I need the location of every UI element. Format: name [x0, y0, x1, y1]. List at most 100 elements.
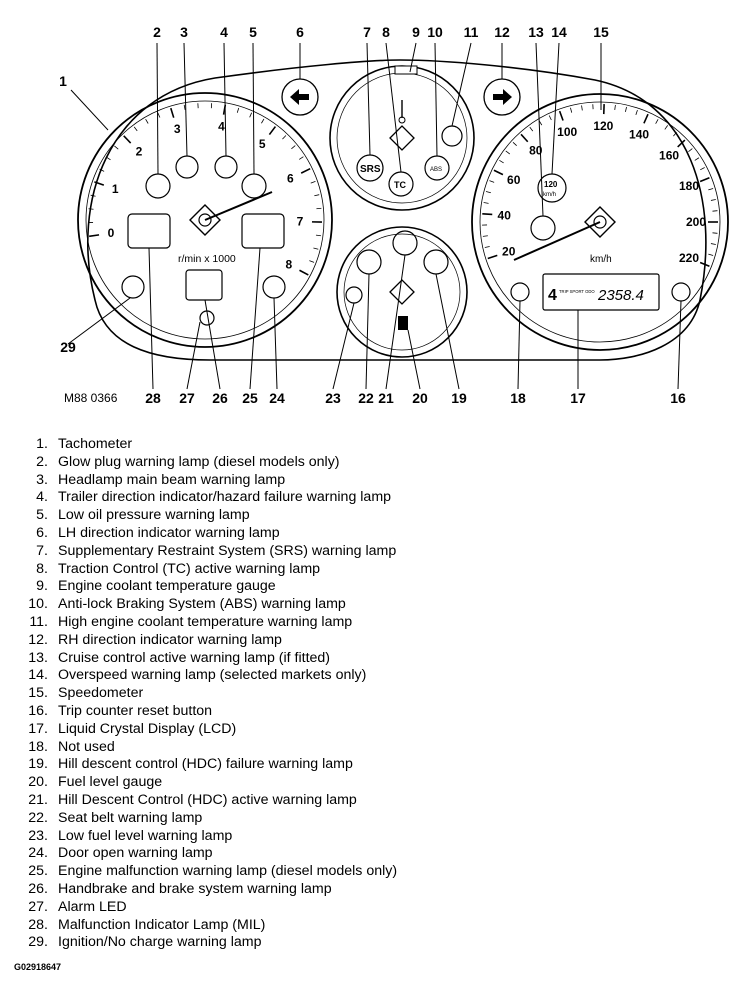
callout-leader-29	[67, 297, 131, 345]
tach-tick	[133, 126, 138, 132]
oil-pressure-lamp	[241, 173, 267, 199]
legend-label: Door open warning lamp	[58, 845, 213, 862]
tach-tick-label: 1	[112, 182, 119, 196]
speed-tick	[581, 105, 583, 111]
legend-label: Tachometer	[58, 436, 133, 452]
legend-label: Liquid Crystal Display (LCD)	[58, 720, 237, 737]
callout-9: 9	[412, 24, 420, 40]
speed-tick	[558, 110, 564, 121]
callout-12: 12	[494, 24, 510, 40]
speed-tick	[708, 188, 714, 191]
speed-tick-label: 160	[659, 148, 679, 162]
lcd-mode-digit: 4	[548, 287, 557, 304]
tach-tick	[315, 234, 321, 237]
tach-tick	[145, 118, 149, 124]
legend-item: 7.Supplementary Restraint System (SRS) w…	[22, 543, 397, 561]
tach-tick	[94, 181, 105, 186]
legend-item: 19.Hill descent control (HDC) failure wa…	[22, 756, 397, 774]
speed-unit-label: km/h	[590, 254, 612, 265]
door-open-lamp	[262, 275, 286, 299]
speed-tick	[499, 160, 504, 164]
legend-number: 4.	[36, 489, 48, 506]
callout-leader-4	[223, 42, 227, 157]
callout-leader-8	[385, 42, 402, 173]
tach-tick	[316, 207, 322, 210]
legend-number: 28.	[28, 916, 48, 933]
tach-tick	[291, 145, 296, 150]
legend-item: 26.Handbrake and brake system warning la…	[22, 881, 397, 899]
tach-tick	[282, 135, 287, 140]
legend-number: 14.	[28, 667, 48, 684]
legend-number: 29.	[28, 934, 48, 951]
hdc-failure-lamp	[423, 249, 449, 275]
tach-tick-label: 8	[286, 258, 293, 272]
tach-tick	[170, 107, 175, 118]
speed-tick	[694, 157, 700, 161]
legend-item: 23.Low fuel level warning lamp	[22, 828, 397, 846]
speed-tick	[699, 261, 710, 267]
speed-tick	[614, 104, 616, 111]
callout-leader-5	[252, 42, 255, 175]
legend-label: Not used	[58, 738, 115, 755]
tach-tick	[268, 126, 277, 136]
callout-leader-19	[435, 273, 460, 390]
callout-18: 18	[510, 390, 526, 406]
tach-tick	[236, 107, 240, 113]
tach-tick-label: 2	[136, 145, 143, 159]
legend-label: LH direction indicator warning lamp	[58, 524, 280, 541]
legend-number: 16.	[28, 702, 48, 719]
legend-number: 9.	[36, 578, 48, 595]
legend-label: Traction Control (TC) active warning lam…	[58, 560, 321, 577]
legend-label: High engine coolant temperature warning …	[58, 613, 353, 630]
tach-tick-label: 5	[259, 137, 266, 151]
speed-tick-label: 220	[679, 251, 699, 265]
legend-label: Overspeed warning lamp (selected markets…	[58, 667, 367, 684]
legend-item: 1.Tachometer	[22, 436, 397, 454]
speed-tick	[664, 125, 669, 130]
legend-item: 22.Seat belt warning lamp	[22, 810, 397, 828]
callout-13: 13	[528, 24, 544, 40]
tach-tick-label: 4	[218, 119, 225, 133]
tach-tick	[314, 194, 320, 197]
callout-leader-24	[273, 297, 278, 390]
legend-label: Malfunction Indicator Lamp (MIL)	[58, 916, 266, 933]
speed-tick	[529, 126, 534, 132]
legend-item: 20.Fuel level gauge	[22, 774, 397, 792]
legend-number: 26.	[28, 880, 48, 897]
rh-arrow-icon	[493, 89, 512, 105]
callout-29: 29	[60, 339, 76, 355]
legend-number: 11.	[29, 613, 48, 630]
tach-tick	[99, 168, 105, 172]
speed-tick	[625, 106, 627, 112]
speed-tick-label: 40	[498, 208, 512, 222]
speed-tick-label: 140	[629, 127, 649, 141]
lcd-display	[542, 273, 660, 311]
legend-number: 2.	[36, 453, 48, 470]
seat-belt-lamp	[356, 249, 382, 275]
tach-scale-label: r/min x 1000	[178, 253, 236, 265]
srs-text: SRS	[360, 164, 381, 175]
callout-22: 22	[358, 390, 374, 406]
callout-26: 26	[212, 390, 228, 406]
legend-item: 28. Malfunction Indicator Lamp (MIL)	[22, 917, 397, 935]
speed-tick	[482, 212, 493, 216]
tach-tick	[313, 247, 319, 250]
tach-tick	[261, 118, 265, 124]
legend-item: 13.Cruise control active warning lamp (i…	[22, 650, 397, 668]
legend-number: 17.	[28, 720, 48, 737]
legend-item: 6.LH direction indicator warning lamp	[22, 525, 397, 543]
speed-tick	[505, 150, 510, 155]
callout-1: 1	[59, 73, 67, 89]
legend-label: Alarm LED	[58, 898, 127, 915]
speed-tick	[643, 113, 649, 124]
tach-tick	[310, 181, 316, 184]
legend-item: 18.Not used	[22, 739, 397, 757]
tach-tick	[114, 145, 119, 150]
legend-number: 13.	[28, 649, 48, 666]
callout-leader-3	[183, 42, 188, 157]
legend-label: Low fuel level warning lamp	[58, 827, 233, 844]
callout-leader-23	[332, 302, 355, 390]
legend-number: 8.	[36, 560, 48, 577]
callout-2: 2	[153, 24, 161, 40]
